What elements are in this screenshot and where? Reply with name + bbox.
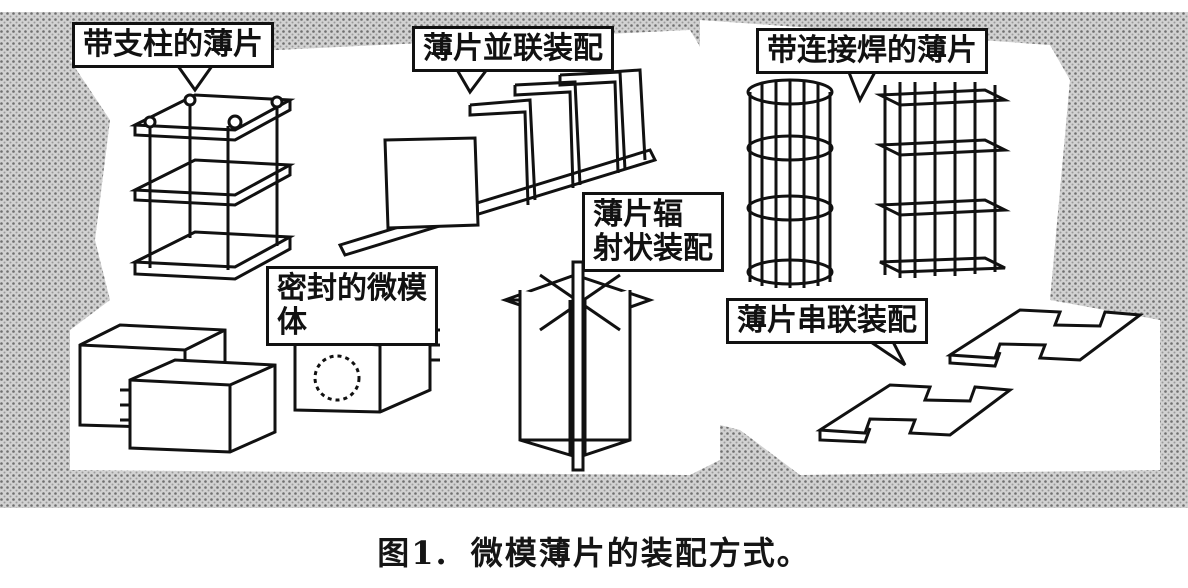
label-welded-wafer: 带连接焊的薄片 [756,28,988,74]
label-supported-wafer: 带支柱的薄片 [72,22,274,68]
series-wafers-drawing [815,308,1145,444]
label-parallel-assembly: 薄片並联装配 [412,26,614,72]
figure-caption: 图1. 微模薄片的装配方式。 [0,528,1188,574]
caption-text: 微模薄片的装配方式。 [470,534,811,572]
label-radial-line-2: 射状装配 [593,231,713,266]
label-radial-line-1: 薄片辐 [593,197,683,232]
label-sealed-module: 密封的微模 体 [266,266,438,346]
label-sealed-line-2: 体 [277,305,307,340]
label-radial-assembly: 薄片辐 射状装配 [582,192,724,272]
label-sealed-line-1: 密封的微模 [277,271,427,306]
welded-stacks-drawing [746,78,1011,288]
post-stack-drawing [129,93,296,281]
caption-label: 图1. [377,534,449,572]
parallel-wafers-drawing [337,68,658,257]
radial-assembly-drawing [500,260,655,472]
label-series-assembly: 薄片串联装配 [726,298,928,344]
